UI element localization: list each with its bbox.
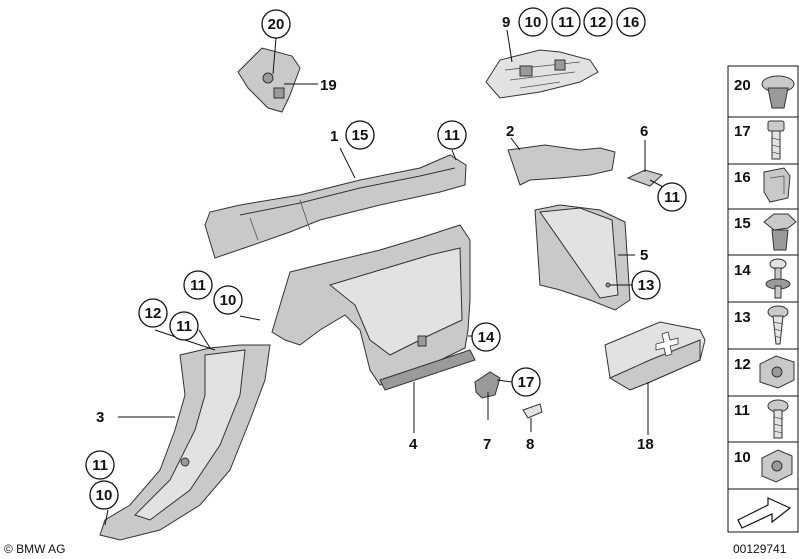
part-clip-7 (474, 371, 501, 399)
svg-text:10: 10 (220, 292, 237, 309)
svg-text:5: 5 (640, 247, 648, 264)
legend-item-17: 17 (734, 120, 785, 160)
svg-text:10: 10 (525, 14, 542, 31)
callout-10-bottom: 10 (89, 480, 119, 510)
callout-11-top: 11 (551, 7, 581, 37)
svg-text:15: 15 (352, 127, 369, 144)
callout-15: 15 (345, 120, 375, 150)
callout-11-trim: 11 (437, 120, 467, 150)
part-pillar-3 (99, 344, 271, 541)
svg-text:13: 13 (638, 277, 655, 294)
svg-text:1: 1 (330, 128, 338, 145)
part-bracket-19 (237, 47, 301, 113)
svg-text:11: 11 (190, 277, 206, 294)
callout-20: 20 (261, 9, 291, 39)
legend-item-20: 20 (734, 75, 795, 109)
svg-text:11: 11 (664, 189, 680, 206)
svg-text:3: 3 (96, 409, 104, 426)
callout-10-panel: 10 (213, 285, 243, 315)
svg-text:13: 13 (734, 309, 751, 326)
svg-text:19: 19 (320, 77, 337, 94)
part-trim-1 (204, 154, 467, 259)
svg-text:12: 12 (590, 14, 607, 31)
callout-13: 13 (631, 270, 661, 300)
callout-1: 1 (330, 128, 338, 145)
callout-8: 8 (526, 436, 534, 453)
part-cap-8 (522, 403, 543, 419)
svg-text:9: 9 (502, 14, 510, 31)
callout-4: 4 (409, 436, 418, 453)
svg-text:6: 6 (640, 123, 648, 140)
callout-17: 17 (511, 367, 541, 397)
callout-19: 19 (320, 77, 337, 94)
callout-9: 9 (502, 14, 510, 31)
svg-text:15: 15 (734, 215, 751, 232)
diagram-code: 00129741 (733, 542, 787, 556)
copyright-text: © BMW AG (4, 542, 66, 556)
svg-text:14: 14 (478, 329, 495, 346)
legend-column: 20 17 16 15 14 (727, 65, 799, 533)
part-panel-4 (271, 224, 476, 391)
svg-text:11: 11 (558, 14, 574, 31)
svg-text:11: 11 (734, 402, 750, 419)
legend-item-15: 15 (734, 213, 797, 251)
callout-6: 6 (640, 123, 648, 140)
part-trim-2 (507, 144, 616, 186)
legend-item-12: 12 (734, 355, 795, 389)
svg-text:20: 20 (734, 77, 751, 94)
part-panel-5 (534, 204, 631, 311)
svg-text:8: 8 (526, 436, 534, 453)
callout-11-pillar: 11 (169, 311, 199, 341)
callout-3: 3 (96, 409, 104, 426)
svg-text:10: 10 (734, 449, 751, 466)
callout-10-top: 10 (518, 7, 548, 37)
legend-item-13: 13 (734, 305, 789, 345)
svg-text:11: 11 (92, 457, 108, 474)
callout-2: 2 (506, 123, 514, 140)
svg-text:20: 20 (268, 16, 285, 33)
legend-item-14: 14 (734, 258, 791, 299)
legend-item-10: 10 (734, 449, 793, 483)
legend-arrow-icon (737, 497, 792, 529)
svg-text:18: 18 (637, 436, 654, 453)
callout-16-top: 16 (616, 7, 646, 37)
svg-text:17: 17 (518, 374, 535, 391)
legend-item-11: 11 (734, 399, 789, 439)
svg-text:11: 11 (444, 127, 460, 144)
callout-14: 14 (471, 322, 501, 352)
svg-text:16: 16 (734, 169, 751, 186)
part-first-aid-18 (604, 321, 706, 391)
callout-11-bottom: 11 (85, 450, 115, 480)
legend-item-16: 16 (734, 167, 791, 203)
svg-text:4: 4 (409, 436, 418, 453)
svg-text:12: 12 (734, 356, 751, 373)
callout-11-clip: 11 (657, 182, 687, 212)
callout-12-top: 12 (583, 7, 613, 37)
callout-7: 7 (483, 436, 491, 453)
callout-18: 18 (637, 436, 654, 453)
part-bracket-9 (485, 49, 599, 99)
svg-text:16: 16 (623, 14, 640, 31)
callout-12-pillar: 12 (138, 298, 168, 328)
svg-text:7: 7 (483, 436, 491, 453)
svg-text:2: 2 (506, 123, 514, 140)
svg-text:12: 12 (145, 305, 162, 322)
svg-text:10: 10 (96, 487, 113, 504)
svg-text:14: 14 (734, 262, 751, 279)
callout-11-panel: 11 (183, 270, 213, 300)
svg-text:17: 17 (734, 123, 751, 140)
svg-text:11: 11 (176, 318, 192, 335)
callout-5: 5 (640, 247, 648, 264)
